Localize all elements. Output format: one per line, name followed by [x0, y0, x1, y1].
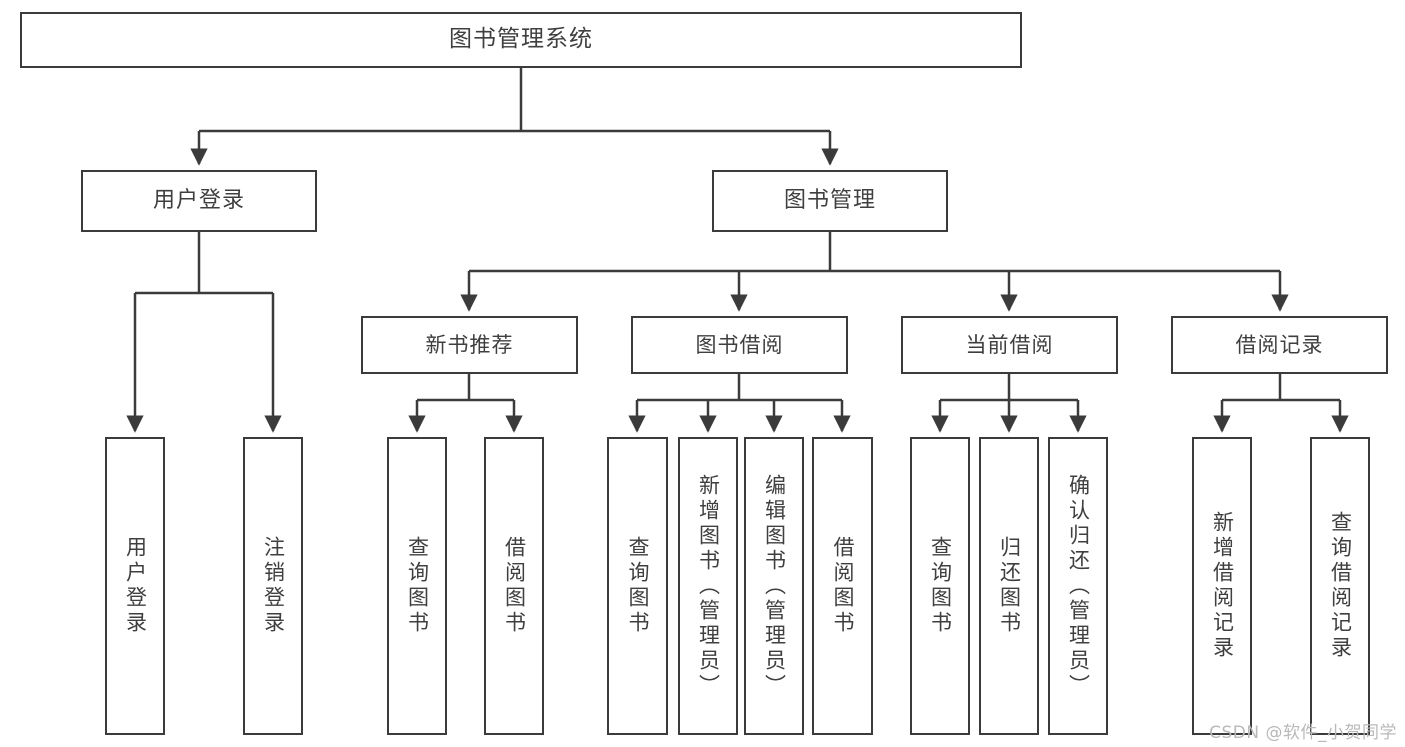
- node-leaf-current-query-label: 查询图书: [928, 536, 953, 636]
- node-leaf-borrow-book-label: 借阅图书: [831, 536, 855, 636]
- node-current-borrow[interactable]: 当前借阅: [901, 316, 1118, 374]
- node-user-login-label: 用户登录: [152, 188, 245, 214]
- node-leaf-newbook-query-label: 查询图书: [405, 536, 430, 636]
- node-leaf-borrow-query[interactable]: 查询图书: [607, 437, 668, 735]
- csdn-watermark: CSDN @软件_小贺同学: [1209, 723, 1397, 743]
- node-leaf-newbook-borrow-label: 借阅图书: [502, 536, 527, 636]
- node-leaf-record-add[interactable]: 新增借阅记录: [1192, 437, 1252, 735]
- node-leaf-current-confirm-return[interactable]: 确认归还（管理员）: [1048, 437, 1108, 735]
- node-leaf-current-query[interactable]: 查询图书: [910, 437, 970, 735]
- node-book-borrow-label: 图书借阅: [695, 332, 784, 357]
- node-borrow-record-label: 借阅记录: [1235, 332, 1324, 357]
- node-borrow-record[interactable]: 借阅记录: [1171, 316, 1388, 374]
- node-current-borrow-label: 当前借阅: [965, 332, 1054, 357]
- node-leaf-record-query-label: 查询借阅记录: [1328, 511, 1353, 661]
- node-leaf-current-confirm-return-label: 确认归还（管理员）: [1066, 473, 1091, 699]
- node-leaf-borrow-query-label: 查询图书: [626, 536, 650, 636]
- node-leaf-borrow-edit-book-label: 编辑图书（管理员）: [762, 473, 787, 699]
- node-user-login[interactable]: 用户登录: [81, 170, 317, 232]
- node-leaf-user-login-label: 用户登录: [123, 536, 148, 636]
- node-book-borrow[interactable]: 图书借阅: [631, 316, 848, 374]
- node-book-management-label: 图书管理: [783, 188, 876, 214]
- node-leaf-newbook-borrow[interactable]: 借阅图书: [484, 437, 544, 735]
- node-leaf-borrow-edit-book[interactable]: 编辑图书（管理员）: [744, 437, 804, 735]
- node-leaf-newbook-query[interactable]: 查询图书: [387, 437, 447, 735]
- node-new-book-recommend-label: 新书推荐: [425, 332, 514, 357]
- node-leaf-borrow-add-book[interactable]: 新增图书（管理员）: [678, 437, 738, 735]
- node-leaf-borrow-add-book-label: 新增图书（管理员）: [696, 473, 721, 699]
- node-leaf-logout[interactable]: 注销登录: [243, 437, 303, 735]
- node-leaf-user-login[interactable]: 用户登录: [105, 437, 165, 735]
- node-leaf-record-add-label: 新增借阅记录: [1210, 511, 1235, 661]
- node-root-system[interactable]: 图书管理系统: [20, 12, 1022, 68]
- node-leaf-current-return-label: 归还图书: [997, 536, 1022, 636]
- node-leaf-current-return[interactable]: 归还图书: [979, 437, 1039, 735]
- node-leaf-record-query[interactable]: 查询借阅记录: [1310, 437, 1370, 735]
- node-book-management[interactable]: 图书管理: [712, 170, 948, 232]
- node-new-book-recommend[interactable]: 新书推荐: [361, 316, 578, 374]
- node-leaf-borrow-book[interactable]: 借阅图书: [812, 437, 873, 735]
- node-leaf-logout-label: 注销登录: [261, 536, 286, 636]
- node-root-system-label: 图书管理系统: [449, 26, 593, 53]
